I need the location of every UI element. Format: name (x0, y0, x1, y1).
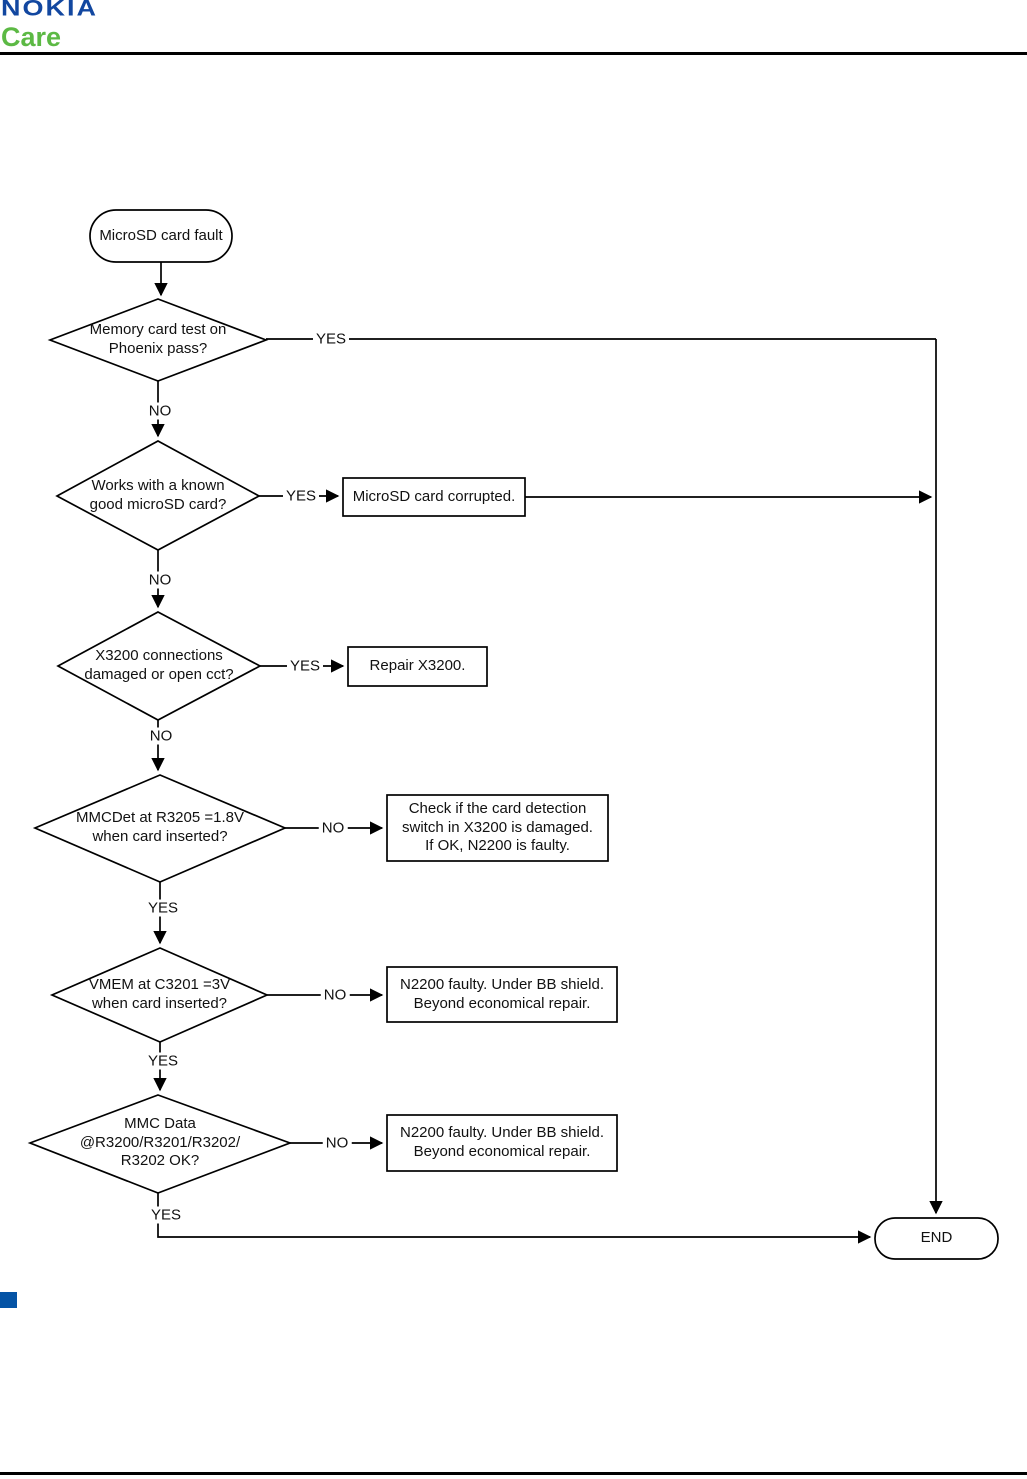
decision-2-label: Works with a known good microSD card? (89, 477, 227, 513)
action-microsd-corrupted-label: MicroSD card corrupted. (352, 487, 516, 505)
decision-2-shape (55, 440, 261, 551)
section-marker-square (0, 1292, 17, 1308)
edge-label-yes-5: YES (144, 1052, 182, 1070)
terminal-end-label: END (920, 1229, 953, 1247)
decision-6-shape (27, 1094, 293, 1194)
terminal-start-shape (89, 209, 233, 263)
action-repair-x3200-label: Repair X3200. (369, 657, 466, 675)
action-check-detection-shape (386, 794, 609, 862)
nokia-logo: NOKIA (1, 0, 98, 21)
edge-label-yes-3: YES (286, 657, 324, 675)
decision-3-label: X3200 connections damaged or open cct? (84, 647, 234, 683)
decision-3-shape (56, 611, 262, 721)
action-microsd-corrupted-shape (342, 477, 526, 517)
action-n2200-faulty-2-label: N2200 faulty. Under BB shield. Beyond ec… (399, 1124, 604, 1160)
edge-label-no-2: NO (145, 571, 175, 589)
edge-label-yes-4: YES (144, 899, 182, 917)
terminal-start-label: MicroSD card fault (99, 226, 223, 244)
decision-5-shape (49, 947, 270, 1043)
edge-label-yes-2: YES (282, 487, 320, 505)
care-logo: Care (1, 22, 62, 52)
decision-1-shape (47, 298, 269, 382)
edge-label-no-6: NO (322, 1134, 352, 1152)
edge-label-yes-1: YES (312, 330, 350, 348)
action-repair-x3200-shape (347, 646, 488, 687)
action-n2200-faulty-2-shape (386, 1114, 618, 1172)
header-divider (0, 52, 1027, 55)
footer-divider (0, 1472, 1027, 1475)
edge-label-no-5: NO (320, 986, 350, 1004)
decision-4-shape (32, 774, 288, 883)
edge-d6-yes-to-end (157, 1193, 872, 1244)
edge-label-yes-6: YES (147, 1206, 185, 1224)
action-check-detection-label: Check if the card detection switch in X3… (402, 799, 593, 855)
action-n2200-faulty-1-shape (386, 966, 618, 1023)
edge-label-no-3: NO (146, 727, 176, 745)
decision-4-label: MMCDet at R3205 =1.8V when card inserted… (76, 809, 244, 845)
edge-label-no-1: NO (145, 402, 175, 420)
action-n2200-faulty-1-label: N2200 faulty. Under BB shield. Beyond ec… (399, 975, 604, 1012)
terminal-end-shape (874, 1217, 999, 1260)
edge-label-no-4: NO (318, 819, 348, 837)
decision-6-label: MMC Data @R3200/R3201/R3202/ R3202 OK? (79, 1114, 241, 1170)
decision-5-label: VMEM at C3201 =3V when card inserted? (88, 976, 231, 1012)
decision-1-label: Memory card test on Phoenix pass? (89, 321, 227, 357)
